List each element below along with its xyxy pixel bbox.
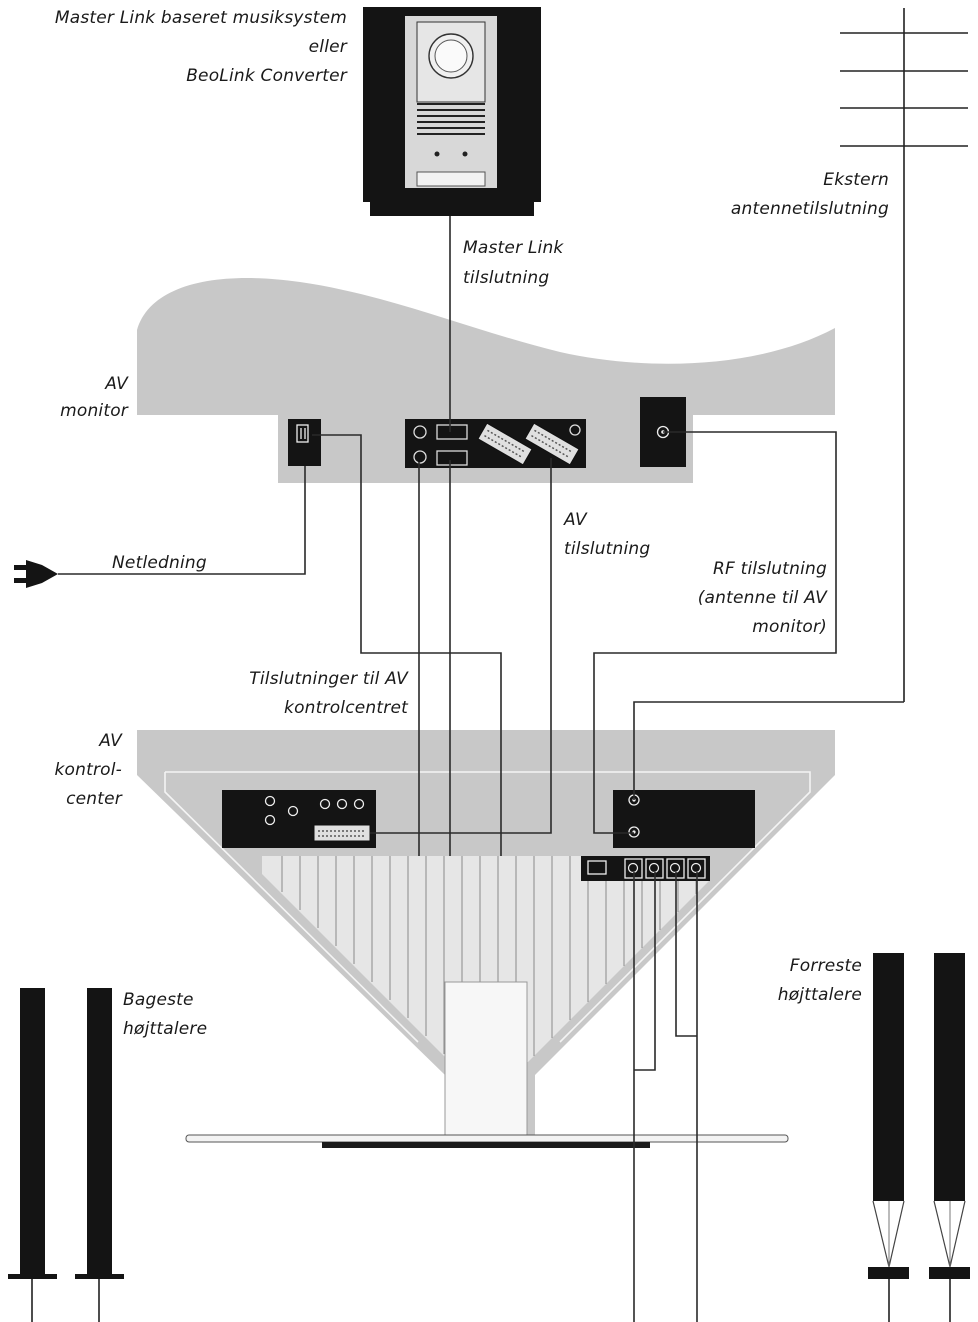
av-control-centre-illustration: [137, 730, 835, 1148]
av-centre-label-line3: center: [66, 789, 123, 809]
antenna-label-line2: antennetilslutning: [731, 199, 889, 219]
av-connection-label: AV tilslutning: [563, 510, 650, 559]
rear-speakers-label-line1: Bageste: [123, 990, 194, 1010]
music-system-label-line1: Master Link baseret musiksystem: [55, 8, 347, 28]
av-centre-label-line1: AV: [98, 731, 123, 751]
rf-label-line2: (antenne til AV: [698, 588, 828, 608]
antenna-label-line1: Ekstern: [823, 170, 889, 190]
centre-rf-panel: [613, 790, 755, 848]
centre-connections-label-line1: Tilslutninger til AV: [249, 669, 409, 689]
front-speakers-illustration: [868, 953, 970, 1322]
rear-speakers-label: Bageste højttalere: [123, 990, 207, 1039]
front-speakers-label: Forreste højttalere: [778, 956, 862, 1005]
rf-label-line3: monitor): [752, 617, 827, 637]
mains-plug-icon: [14, 560, 58, 588]
master-link-label-line2: tilslutning: [463, 268, 549, 288]
antenna-label: Ekstern antennetilslutning: [731, 170, 889, 219]
front-speakers-label-line2: højttalere: [778, 985, 862, 1005]
antenna-icon: [840, 8, 968, 702]
av-centre-label-line2: kontrol-: [54, 760, 122, 780]
music-system-label: Master Link baseret musiksystem eller Be…: [55, 8, 348, 86]
connection-wires: [58, 216, 904, 1322]
rf-label-line1: RF tilslutning: [713, 559, 827, 579]
av-connection-label-line2: tilslutning: [564, 539, 650, 559]
music-system-illustration: [363, 7, 541, 216]
rear-speakers-label-line2: højttalere: [123, 1019, 207, 1039]
master-link-label: Master Link tilslutning: [463, 238, 564, 288]
music-system-label-line3: BeoLink Converter: [186, 66, 348, 86]
front-speakers-label-line1: Forreste: [790, 956, 862, 976]
rf-connection-label: RF tilslutning (antenne til AV monitor): [698, 559, 828, 637]
centre-connections-label: Tilslutninger til AV kontrolcentret: [249, 669, 409, 718]
centre-connections-label-line2: kontrolcentret: [284, 698, 409, 718]
av-monitor-label-line2: monitor: [60, 401, 129, 421]
mains-lead-label: Netledning: [112, 553, 207, 573]
av-monitor-label: AV monitor: [60, 374, 129, 421]
rear-speakers-illustration: [8, 988, 124, 1322]
master-link-label-line1: Master Link: [463, 238, 564, 258]
music-system-label-line2: eller: [309, 37, 348, 57]
av-control-centre-label: AV kontrol- center: [54, 731, 123, 809]
av-monitor-label-line1: AV: [104, 374, 129, 394]
av-monitor-illustration: [137, 278, 835, 483]
av-connection-label-line1: AV: [563, 510, 588, 530]
